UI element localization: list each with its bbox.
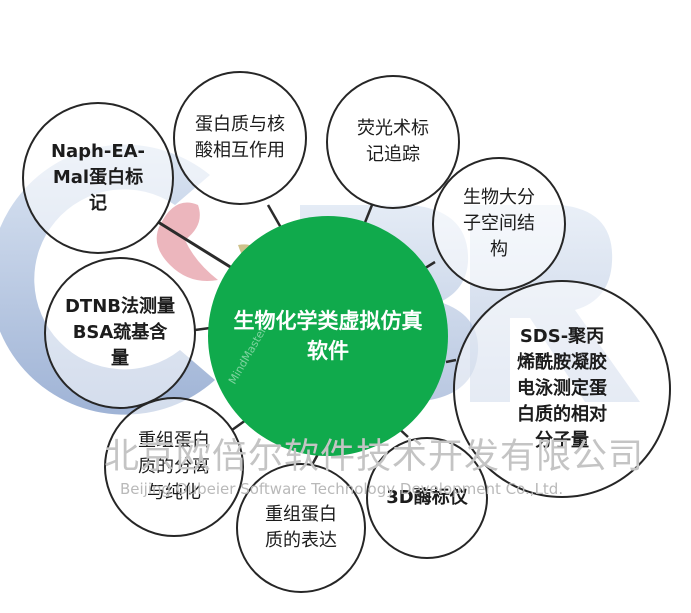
node-label: 荧光术标记追踪 bbox=[357, 118, 429, 165]
node-recombinant-purification[interactable]: 重组蛋白质的分离与纯化 bbox=[104, 397, 244, 537]
node-recombinant-expression[interactable]: 重组蛋白质的表达 bbox=[236, 463, 366, 593]
center-topic[interactable]: 生物化学类虚拟仿真软件 bbox=[208, 216, 448, 456]
node-protein-nucleic[interactable]: 蛋白质与核酸相互作用 bbox=[173, 71, 307, 205]
node-label: DTNB法测量BSA巯基含量 bbox=[64, 296, 175, 369]
connector-dtnb bbox=[194, 326, 211, 332]
watermark-company-cn: 北京欧倍尔软件技术开发有限公司 bbox=[104, 437, 645, 477]
node-naph[interactable]: Naph-EA-Mal蛋白标记 bbox=[22, 102, 174, 254]
node-label: 3D酶标仪 bbox=[386, 487, 468, 508]
node-label: 重组蛋白质的分离与纯化 bbox=[138, 430, 210, 503]
logo-pink-swoosh bbox=[156, 202, 218, 281]
node-sds-page[interactable]: SDS-聚丙烯酰胺凝胶电泳测定蛋白质的相对分子量 bbox=[453, 280, 671, 498]
node-label: Naph-EA-Mal蛋白标记 bbox=[50, 141, 146, 214]
node-label: SDS-聚丙烯酰胺凝胶电泳测定蛋白质的相对分子量 bbox=[517, 326, 607, 451]
node-dtnb[interactable]: DTNB法测量BSA巯基含量 bbox=[44, 257, 196, 409]
connector-naph bbox=[157, 220, 233, 270]
node-fluorescence[interactable]: 荧光术标记追踪 bbox=[326, 75, 460, 209]
node-label: 生物大分子空间结构 bbox=[463, 187, 535, 260]
center-label: 生物化学类虚拟仿真软件 bbox=[233, 309, 423, 363]
connector-sds bbox=[445, 358, 457, 364]
node-macromolecule-structure[interactable]: 生物大分子空间结构 bbox=[432, 157, 566, 291]
node-elisa-reader[interactable]: 3D酶标仪 bbox=[366, 437, 488, 559]
node-label: 蛋白质与核酸相互作用 bbox=[195, 114, 285, 161]
node-label: 重组蛋白质的表达 bbox=[265, 504, 337, 551]
watermark-company-en: Beijing Oubeier Software Technology Deve… bbox=[120, 480, 564, 498]
